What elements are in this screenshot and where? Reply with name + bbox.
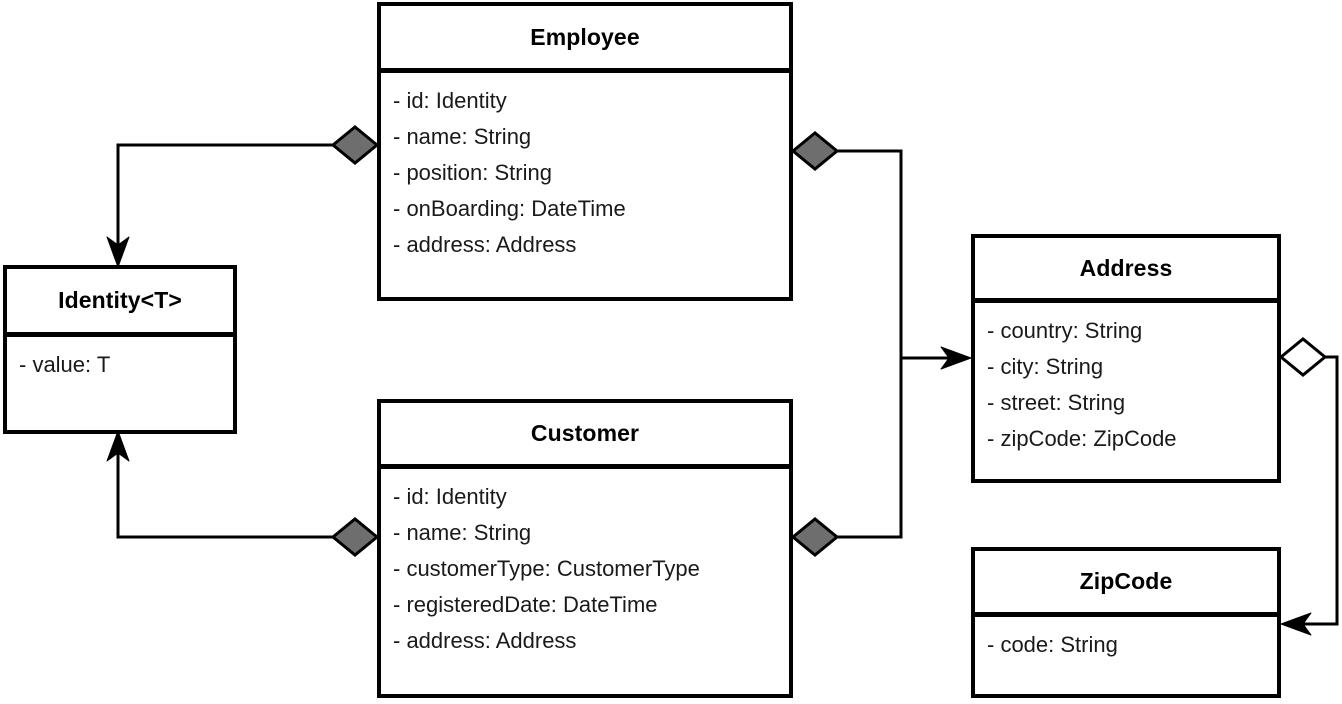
filled-diamond-employee-identity: [330, 125, 380, 165]
class-attributes-employee: - id: Identity - name: String - position…: [381, 73, 789, 263]
attribute-row: - position: String: [393, 160, 552, 185]
relationship-employee-identity[interactable]: [106, 125, 380, 268]
filled-diamond-employee-address: [790, 131, 840, 171]
attribute-row: - zipCode: ZipCode: [987, 426, 1177, 451]
filled-diamond-customer-identity: [330, 517, 380, 557]
hollow-diamond-address-zipcode: [1278, 337, 1328, 377]
open-arrow-customer-identity: [106, 430, 130, 462]
relationship-employee-address[interactable]: [790, 131, 972, 370]
relationship-address-zipcode[interactable]: [1278, 337, 1339, 636]
class-header-zipcode: ZipCode: [975, 551, 1277, 617]
relationship-customer-identity[interactable]: [106, 430, 380, 557]
edge-line-employee-address: [815, 149, 957, 360]
class-box-employee[interactable]: Employee - id: Identity - name: String -…: [377, 2, 793, 301]
attribute-row: - street: String: [987, 390, 1126, 415]
class-name-address: Address: [1079, 254, 1173, 281]
class-attributes-identity: - value: T: [7, 337, 233, 383]
attribute-row: - code: String: [987, 632, 1118, 657]
attribute-row: - customerType: CustomerType: [393, 556, 700, 581]
class-name-identity: Identity<T>: [58, 287, 182, 313]
attribute-row: - address: Address: [393, 232, 577, 257]
relationship-customer-address[interactable]: [790, 358, 903, 557]
class-name-customer: Customer: [530, 420, 640, 446]
attribute-row: - address: Address: [393, 628, 577, 653]
class-name-employee: Employee: [530, 23, 640, 50]
attribute-row: - city: String: [987, 354, 1104, 379]
attribute-row: - name: String: [393, 520, 532, 545]
attribute-row: - id: Identity: [393, 88, 507, 113]
class-header-customer: Customer: [381, 403, 789, 469]
open-arrow-address-zipcode: [1280, 612, 1312, 636]
class-box-zipcode[interactable]: ZipCode - code: String: [971, 547, 1281, 698]
edge-line-customer-address: [815, 358, 903, 539]
attribute-row: - value: T: [19, 352, 111, 377]
class-header-address: Address: [975, 238, 1277, 303]
class-box-identity[interactable]: Identity<T> - value: T: [3, 265, 237, 434]
attribute-row: - country: String: [987, 318, 1143, 343]
class-attributes-address: - country: String - city: String - stree…: [975, 303, 1277, 457]
attribute-row: - name: String: [393, 124, 532, 149]
class-box-customer[interactable]: Customer - id: Identity - name: String -…: [377, 399, 793, 698]
class-box-address[interactable]: Address - country: String - city: String…: [971, 234, 1281, 483]
filled-diamond-customer-address: [790, 517, 840, 557]
class-header-employee: Employee: [381, 6, 789, 73]
edge-line-employee-identity: [116, 143, 355, 252]
class-name-zipcode: ZipCode: [1079, 568, 1173, 594]
attribute-row: - id: Identity: [393, 484, 507, 509]
edge-line-customer-identity: [116, 447, 355, 539]
class-header-identity: Identity<T>: [7, 269, 233, 337]
attribute-row: - registeredDate: DateTime: [393, 592, 658, 617]
attribute-row: - onBoarding: DateTime: [393, 196, 626, 221]
class-attributes-zipcode: - code: String: [975, 617, 1277, 663]
open-arrow-employee-identity: [106, 236, 130, 268]
class-attributes-customer: - id: Identity - name: String - customer…: [381, 469, 789, 659]
open-arrow-employee-address: [940, 346, 972, 370]
edge-line-address-zipcode: [1295, 355, 1339, 626]
